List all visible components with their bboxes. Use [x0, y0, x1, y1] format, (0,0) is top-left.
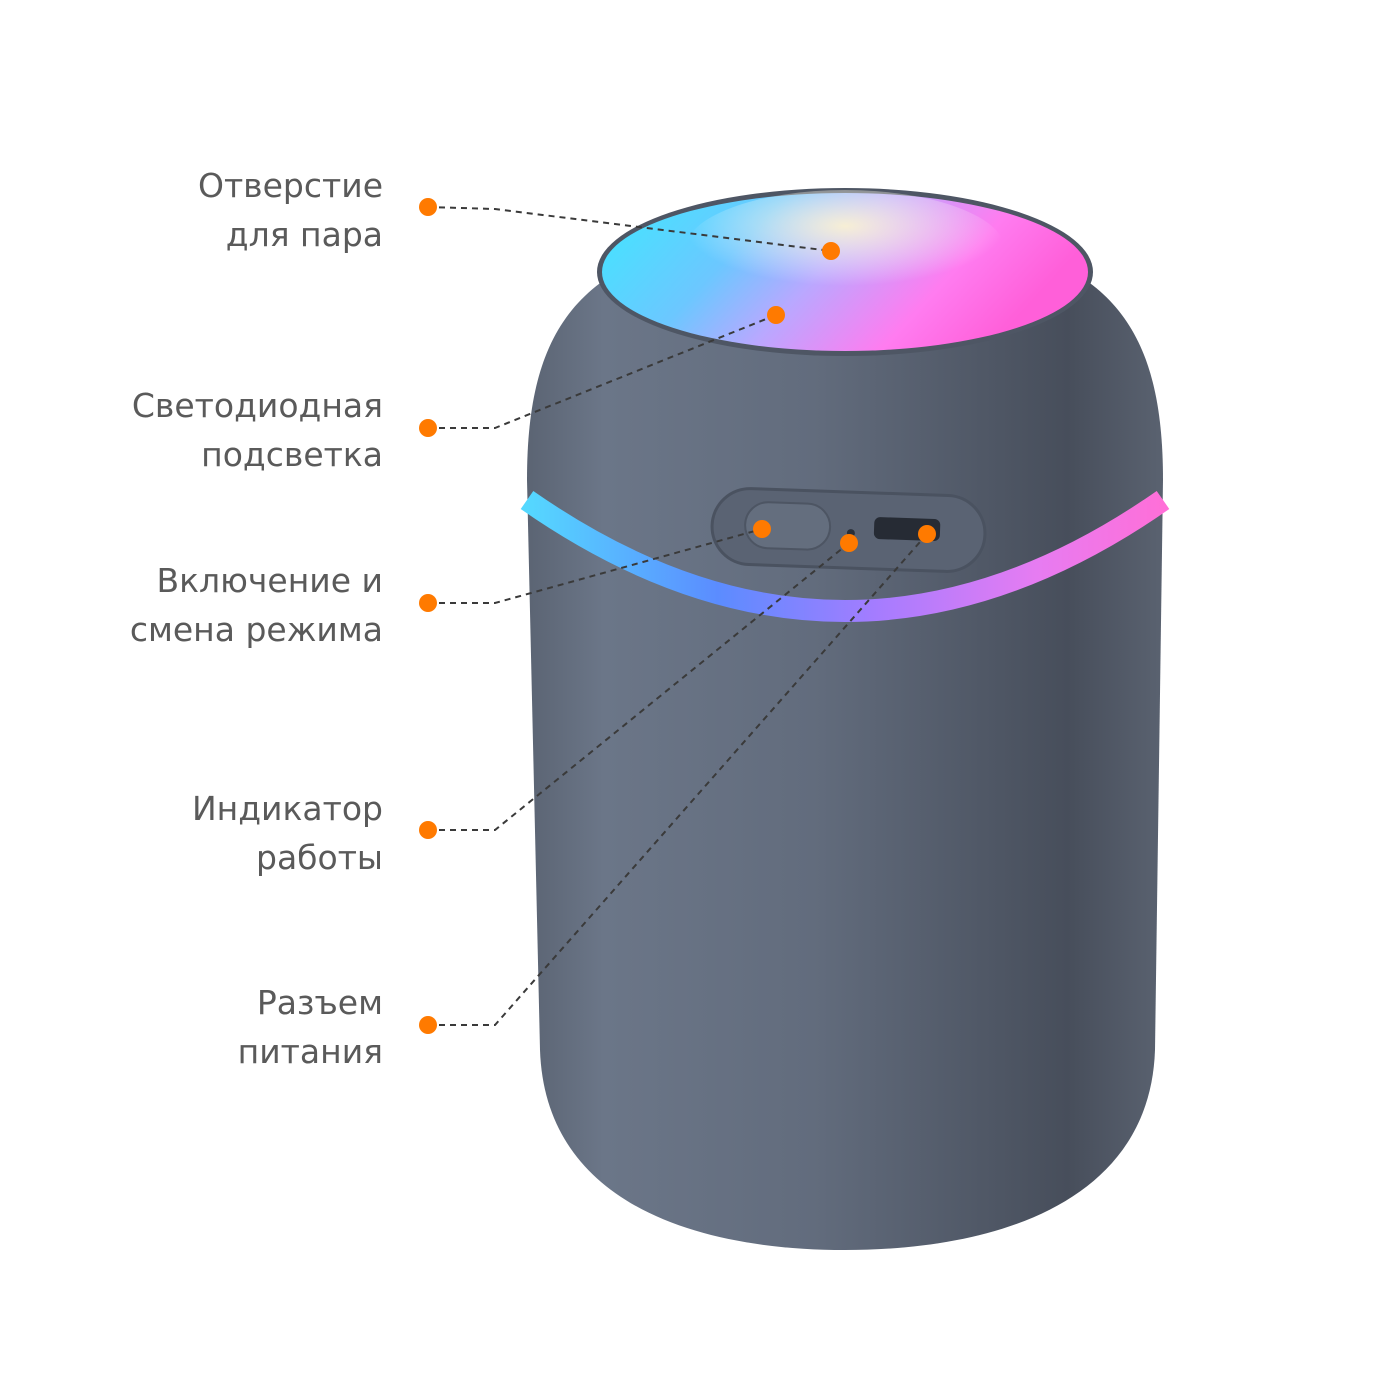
power-mode-button: [744, 501, 832, 551]
label-led-light: Светодиодная подсветка: [132, 381, 383, 479]
label-power-port: Разъем питания: [238, 978, 383, 1076]
label-line: Индикатор: [191, 789, 383, 828]
humidifier-body: [527, 226, 1163, 1250]
label-power-mode: Включение и смена режима: [130, 556, 383, 654]
callout-dot: [753, 520, 771, 538]
label-line: питания: [237, 1032, 383, 1071]
label-line: для пара: [225, 215, 383, 254]
callout-dot: [419, 198, 437, 216]
label-line: Включение и: [156, 561, 383, 600]
callout-dot: [419, 419, 437, 437]
label-status-indicator: Индикатор работы: [192, 784, 383, 882]
label-line: работы: [256, 838, 383, 877]
leader-line: [427, 206, 832, 252]
label-line: Отверстие: [197, 166, 383, 205]
label-line: подсветка: [201, 435, 383, 474]
callout-dot: [419, 821, 437, 839]
control-panel: [710, 487, 987, 573]
callout-dot: [419, 1016, 437, 1034]
callout-dot: [918, 525, 936, 543]
label-line: Светодиодная: [131, 386, 383, 425]
callout-dot: [822, 242, 840, 260]
led-light-ring: [520, 490, 1170, 622]
callout-dot: [419, 594, 437, 612]
label-line: Разъем: [256, 983, 383, 1022]
callout-dot: [840, 534, 858, 552]
label-steam-outlet: Отверстие для пара: [198, 161, 383, 259]
leader-line: [428, 528, 763, 604]
leader-line: [428, 314, 777, 429]
leader-line: [428, 533, 928, 1026]
callout-dot: [767, 306, 785, 324]
label-line: смена режима: [129, 610, 383, 649]
leader-line: [428, 542, 850, 831]
